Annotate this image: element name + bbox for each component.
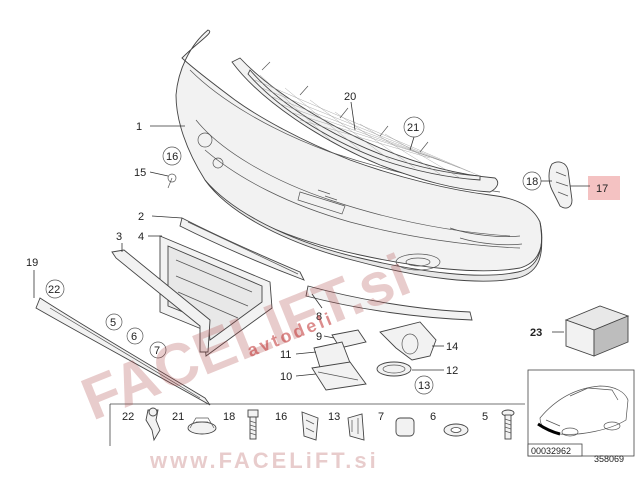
rivet-21-icon [187,417,217,435]
bracket-part [548,161,573,209]
legend-item-16: 16 [275,411,287,423]
callout-22-circle [45,279,65,299]
callout-19: 19 [26,257,38,269]
callout-16-circle [162,146,182,166]
callouts: 1 2 3 4 5 6 7 8 9 10 11 12 13 14 15 16 [26,91,620,395]
callout-8: 8 [316,311,322,323]
callout-7-circle [149,341,167,359]
bolt-18-icon [247,409,259,440]
car-thumbnail: 00032962 [527,369,635,457]
bumper-part [175,29,543,282]
lower-strip-8-part [305,285,473,321]
legend-item-13: 13 [328,411,340,423]
callout-18: 18 [526,176,538,188]
clip-22-icon [145,407,161,442]
callout-5: 5 [110,317,116,329]
callout-20: 20 [344,91,356,103]
callout-7: 7 [154,345,160,357]
cap-7-icon [395,417,415,437]
trim-strip-2-part [179,217,305,281]
part-23-box [564,305,630,357]
callout-1: 1 [136,121,142,133]
callout-10: 10 [280,371,292,383]
callout-2: 2 [138,211,144,223]
legend-item-21: 21 [172,411,184,423]
callout-13: 13 [418,380,430,392]
grille-part [231,57,499,193]
callout-5-circle [105,313,123,331]
callout-3: 3 [116,231,122,243]
washer-6-icon [443,423,469,437]
clip-16-icon [301,411,319,441]
legend-item-22: 22 [122,411,134,423]
legend-item-18: 18 [223,411,235,423]
diagram-code: 358069 [594,454,624,464]
small-parts [167,173,437,391]
watermark-bottom: www.FACELiFT.si [149,448,379,473]
plate-holder-part [111,235,273,357]
callout-23: 23 [530,327,542,339]
screw-5-icon [501,409,515,440]
callout-9: 9 [316,331,322,343]
legend-item-6: 6 [430,411,436,423]
clip-13-icon [347,413,365,441]
callout-21: 21 [407,122,419,134]
legend-item-5: 5 [482,411,488,423]
fastener-legend: 22 21 18 16 13 7 6 [109,403,525,446]
callout-15: 15 [134,167,146,179]
callout-17-highlight [588,176,620,200]
box-code: 00032962 [531,446,571,456]
callout-14: 14 [446,341,458,353]
callout-6: 6 [131,331,137,343]
callout-4: 4 [138,231,144,243]
strip-19-part [35,297,211,406]
callout-17: 17 [596,183,608,195]
callout-22: 22 [48,284,60,296]
legend-item-7: 7 [378,411,384,423]
callout-12: 12 [446,365,458,377]
callout-16: 16 [166,151,178,163]
callout-11: 11 [280,349,291,361]
callout-13-circle [414,375,434,395]
callout-6-circle [126,327,144,345]
